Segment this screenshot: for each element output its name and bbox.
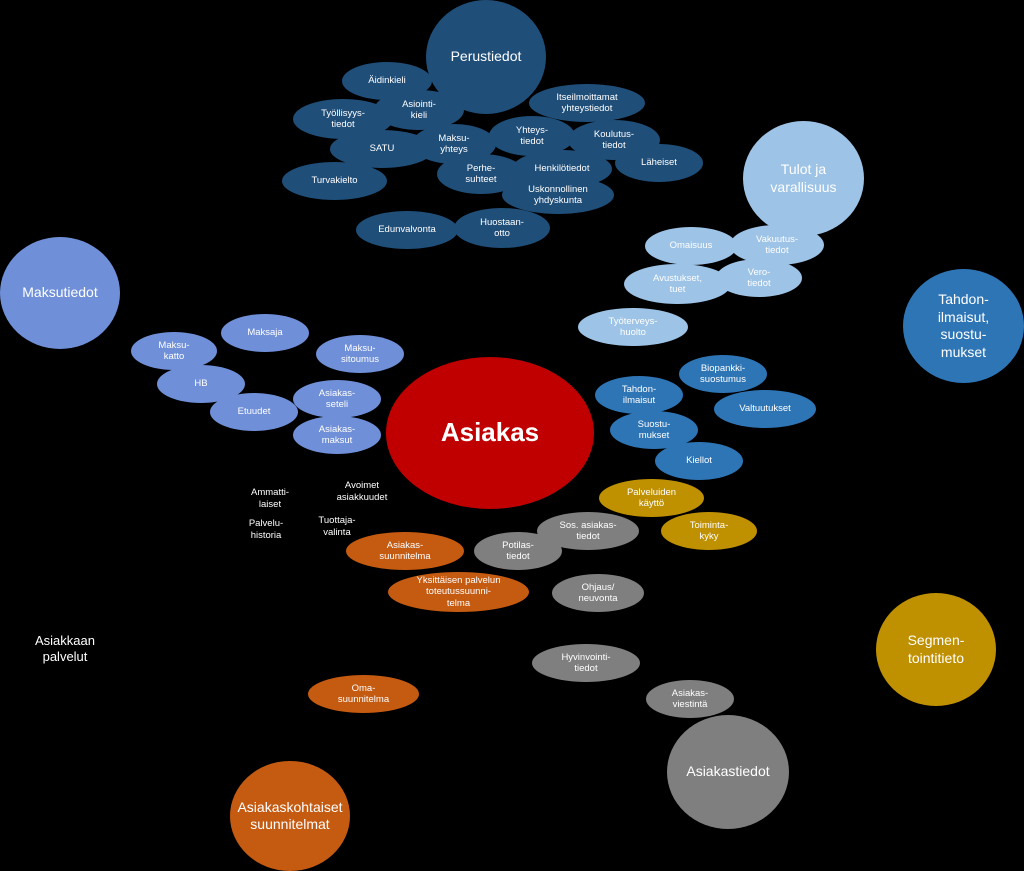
asiointikieli-node: Asiointi- kieli [374,90,464,130]
tyoterveyshuolto-node: Työterveys- huolto [578,308,688,346]
edunvalvonta-node: Edunvalvonta [356,211,458,249]
ohjaus-neuvonta-node: Ohjaus/ neuvonta [552,574,644,612]
tahdonilmaisut-node: Tahdon- ilmaisut [595,376,683,414]
etuudet-node: Etuudet [210,393,298,431]
asiakastiedot-hub: Asiakastiedot [667,715,789,829]
maksaja-node: Maksaja [221,314,309,352]
palveluiden-kaytto-node: Palveluiden käyttö [599,479,704,517]
maksukatto-node: Maksu- katto [131,332,217,370]
maksutiedot-hub: Maksutiedot [0,237,120,349]
uskonnollinen-node: Uskonnollinen yhdyskunta [502,176,614,214]
asiakasviestinta-node: Asiakas- viestintä [646,680,734,718]
asiakasmaksut-node: Asiakas- maksut [293,416,381,454]
omaisuus-node: Omaisuus [645,227,737,265]
laheiset-node: Läheiset [615,144,703,182]
yhteystiedot-node: Yhteys- tiedot [489,116,575,156]
kiellot-node: Kiellot [655,442,743,480]
omasuunnitelma-node: Oma- suunnitelma [308,675,419,713]
huostaanotto-node: Huostaan- otto [454,208,550,248]
potilastiedot-node: Potilas- tiedot [474,532,562,570]
ammattilaiset-label: Ammatti- laiset [251,487,289,510]
itseilmoittamat-node: Itseilmoittamat yhteystiedot [529,84,645,122]
avoimet-asiakkuudet-label: Avoimet asiakkuudet [336,480,388,503]
tuottajavalinta-label: Tuottaja- valinta [318,515,356,538]
vakuutustiedot-node: Vakuutus- tiedot [730,225,824,265]
tahdonilmaisut-hub: Tahdon- ilmaisut, suostu- mukset [903,269,1024,383]
avustukset-node: Avustukset, tuet [624,264,731,304]
toimintakyky-node: Toiminta- kyky [661,512,757,550]
asiakas-center-label: Asiakas [440,417,540,448]
verotiedot-node: Vero- tiedot [716,259,802,297]
asiakasseteli-node: Asiakas- seteli [293,380,381,418]
segmentointitieto-hub: Segmen- tointitieto [876,593,996,706]
asiakkaan-palvelut-title: Asiakkaan palvelut [35,633,95,665]
biopankki-node: Biopankki- suostumus [679,355,767,393]
yksittaisen-palvelun-node: Yksittäisen palvelun toteutussuunni- tel… [388,572,529,612]
valtuutukset-node: Valtuutukset [714,390,816,428]
asiakas-center-node: Asiakas [386,357,594,509]
aidinkieli-node: Äidinkieli [342,62,432,100]
turvakielto-node: Turvakielto [282,162,387,200]
maksusitoumus-node: Maksu- sitoumus [316,335,404,373]
hyvinvointitiedot-node: Hyvinvointi- tiedot [532,644,640,682]
asiakassuunnitelma-node: Asiakas- suunnitelma [346,532,464,570]
tulot-varallisuus-hub: Tulot ja varallisuus [743,121,864,236]
palveluhistoria-label: Palvelu- historia [248,518,284,541]
asiakaskohtaiset-suunnitelmat-hub: Asiakaskohtaiset suunnitelmat [230,761,350,871]
